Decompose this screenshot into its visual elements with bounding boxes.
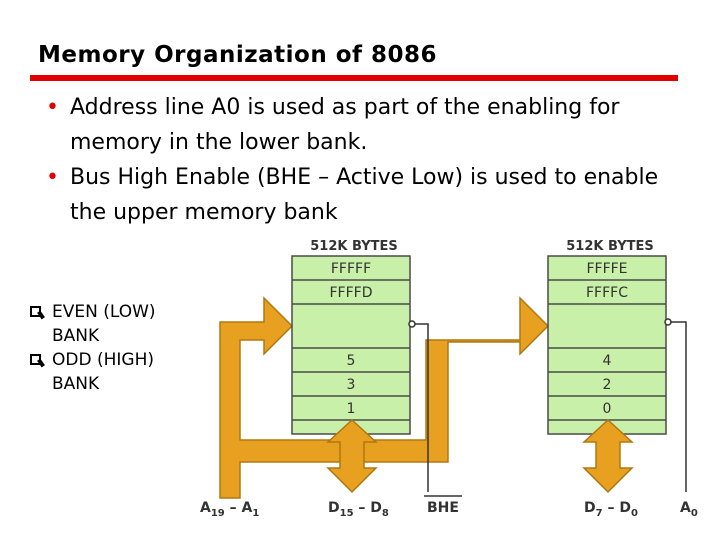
a0-label: A0 [680,500,698,519]
odd-bank-cell: 1 [347,401,356,417]
slide-title: Memory Organization of 8086 [38,42,438,68]
data-bus-low-label: D7 – D0 [584,500,638,519]
even-bank-header: 512K BYTES [566,239,653,254]
even-bank: 512K BYTES FFFFE FFFFC 4 2 0 [547,239,667,435]
data-bus-low-arrow [582,418,634,494]
bhe-label: BHE [424,495,462,516]
memory-organization-diagram: 512K BYTES FFFFF FFFFD 5 3 1 512K BYTES … [200,239,698,519]
even-bank-cell: 4 [603,353,612,369]
odd-bank-cell: 5 [347,353,356,369]
bullet-item: • Address line A0 is used as part of the… [46,90,686,160]
checkbox-bullet-icon [30,354,41,365]
a0-line [664,318,687,492]
bullet-dot-icon: • [46,95,59,120]
svg-text:BHE: BHE [427,500,459,516]
bullet-text: Bus High Enable (BHE – Active Low) is us… [70,165,659,225]
bullet-item: • Bus High Enable (BHE – Active Low) is … [46,160,686,230]
checkbox-bullet-icon [30,306,41,317]
even-bank-cell: 2 [603,377,612,393]
address-bus-label: A19 – A1 [200,500,259,519]
odd-bank-cell: FFFFF [331,261,371,277]
odd-bank: 512K BYTES FFFFF FFFFD 5 3 1 [291,239,411,435]
bullet-text: Address line A0 is used as part of the e… [70,95,620,155]
bhe-line [408,320,429,492]
data-bus-high-arrow [326,418,378,494]
bullet-list: • Address line A0 is used as part of the… [46,90,686,230]
bank-list-text: EVEN (LOW) BANK [52,302,156,346]
odd-bank-cell: FFFFD [330,285,373,301]
bank-list-item: ODD (HIGH) BANK [28,348,188,396]
bullet-dot-icon: • [46,165,59,190]
bank-list: EVEN (LOW) BANK ODD (HIGH) BANK [28,300,188,396]
odd-bank-cell: 3 [347,377,356,393]
even-bank-cell: FFFFC [586,285,628,301]
data-bus-high-label: D15 – D8 [328,500,389,519]
odd-bank-header: 512K BYTES [310,239,397,254]
bank-list-item: EVEN (LOW) BANK [28,300,188,348]
even-bank-cell: 0 [603,401,612,417]
bank-list-text: ODD (HIGH) BANK [52,350,154,394]
title-underline [30,75,678,81]
address-bus [219,296,550,499]
even-bank-cell: FFFFE [586,261,627,277]
